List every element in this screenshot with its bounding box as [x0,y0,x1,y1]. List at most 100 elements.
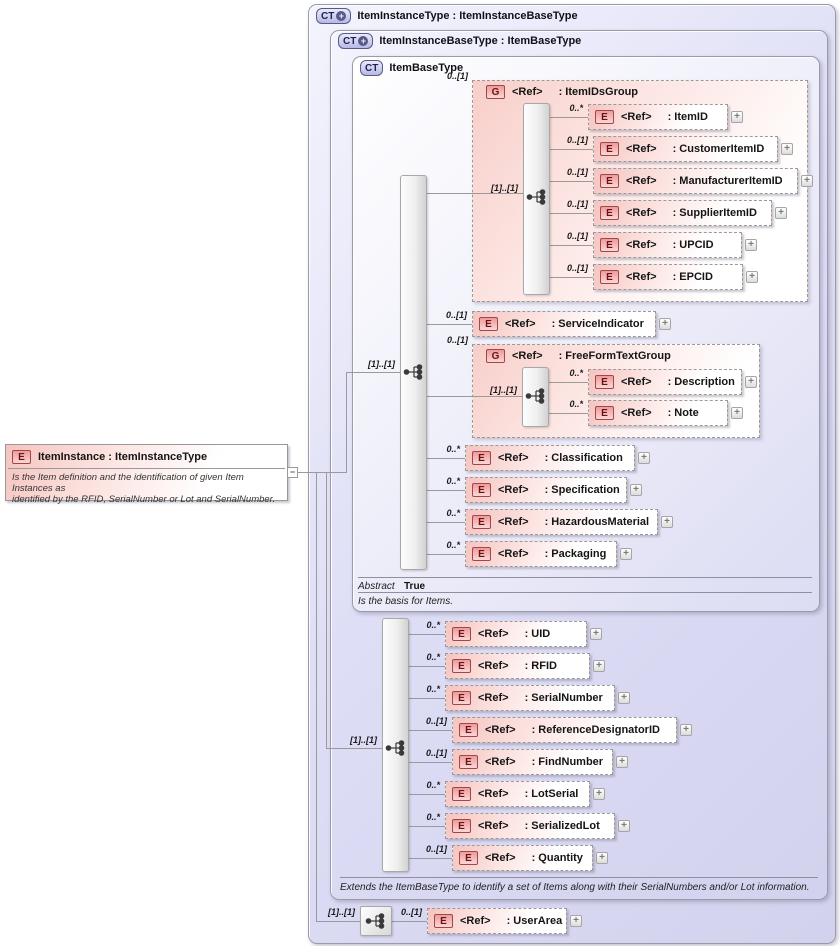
element-badge: E [434,914,453,928]
element-serviceindicator[interactable]: E <Ref> : ServiceIndicator [472,311,656,337]
ref-label: <Ref> [621,376,652,388]
cardinality-label: 0..[1] [566,135,588,145]
element-userarea[interactable]: E<Ref>: UserArea [427,908,567,934]
complex-type-badge: CT+ [338,33,374,49]
expand-rfid-button[interactable]: + [593,660,605,672]
group-badge: G [486,85,505,99]
header-itembasetype: CT ItemBaseType [360,60,463,76]
expand-packaging-button[interactable]: + [620,548,632,560]
expand-classification-button[interactable]: + [638,452,650,464]
element-upcid[interactable]: E<Ref>: UPCID [593,232,742,258]
ref-label: <Ref> [626,207,657,219]
element-rfid[interactable]: E<Ref>: RFID [445,653,590,679]
element-uid[interactable]: E<Ref>: UID [445,621,587,647]
cardinality-label: 0..* [446,508,460,518]
expand-description-button[interactable]: + [745,376,757,388]
expand-epcid-button[interactable]: + [746,271,758,283]
expand-quantity-button[interactable]: + [596,852,608,864]
expand-note-button[interactable]: + [731,407,743,419]
expand-userarea-button[interactable]: + [570,915,582,927]
element-findnumber[interactable]: E<Ref>: FindNumber [452,749,613,775]
element-name: : SerialNumber [524,692,603,704]
element-badge: E [595,110,614,124]
cardinality-label: 0..[1] [446,335,468,345]
element-packaging[interactable]: E<Ref>: Packaging [465,541,617,567]
element-name: : ItemID [667,111,708,123]
element-name: : ServiceIndicator [551,318,644,330]
divider [358,577,812,578]
connector-line [550,277,593,278]
cardinality-label: 0..[1] [566,167,588,177]
element-hazardousmaterial[interactable]: E<Ref>: HazardousMaterial [465,509,658,535]
cardinality-label: [1]..[1] [491,183,518,193]
expand-specification-button[interactable]: + [630,484,642,496]
ref-label: <Ref> [626,271,657,283]
element-iteminstance[interactable]: E ItemInstance : ItemInstanceType Is the… [5,444,288,505]
connector-line [346,372,347,472]
cardinality-label: 0..[1] [566,231,588,241]
sequence-icon[interactable] [526,188,548,206]
expand-customeritemid-button[interactable]: + [781,143,793,155]
expand-manufactureritemid-button[interactable]: + [801,175,813,187]
element-badge: E [452,627,471,641]
group-name: : ItemIDsGroup [558,86,639,98]
expand-upcid-button[interactable]: + [745,239,757,251]
ref-label: <Ref> [498,548,529,560]
element-customeritemid[interactable]: E<Ref>: CustomerItemID [593,136,778,162]
expand-findnumber-button[interactable]: + [616,756,628,768]
element-name: : Packaging [544,548,607,560]
ref-label: <Ref> [478,788,509,800]
iteminstance-title: ItemInstance : ItemInstanceType [38,451,208,463]
ref-label: <Ref> [626,175,657,187]
element-epcid[interactable]: E<Ref>: EPCID [593,264,743,290]
connector-line [427,193,523,194]
ref-label: <Ref> [478,660,509,672]
sequence-icon[interactable] [525,387,547,405]
element-lotserial[interactable]: E<Ref>: LotSerial [445,781,590,807]
element-badge: E [459,851,478,865]
collapse-iteminstance-button[interactable]: − [287,467,298,478]
connector-line [550,149,593,150]
element-badge: E [472,451,491,465]
expand-itemid-button[interactable]: + [731,111,743,123]
element-supplieritemid[interactable]: E<Ref>: SupplierItemID [593,200,772,226]
element-classification[interactable]: E<Ref>: Classification [465,445,635,471]
expand-hazardousmaterial-button[interactable]: + [661,516,673,528]
element-note[interactable]: E<Ref>: Note [588,400,728,426]
expand-serviceindicator-button[interactable]: + [659,318,671,330]
connector-line [409,762,452,763]
sequence-icon[interactable] [403,363,425,381]
element-specification[interactable]: E<Ref>: Specification [465,477,627,503]
element-badge: E [479,317,498,331]
expand-serialnumber-button[interactable]: + [618,692,630,704]
sequence-icon[interactable] [365,912,387,930]
element-quantity[interactable]: E<Ref>: Quantity [452,845,593,871]
element-serialnumber[interactable]: E<Ref>: SerialNumber [445,685,615,711]
ref-label: <Ref> [485,852,516,864]
expand-uid-button[interactable]: + [590,628,602,640]
element-name: : SupplierItemID [672,207,757,219]
cardinality-label: 0..[1] [400,907,422,917]
group-header-freeformtextgroup: G <Ref> : FreeFormTextGroup [480,348,671,364]
element-description[interactable]: E<Ref>: Description [588,369,742,395]
connector-line [549,413,588,414]
expand-serializedlot-button[interactable]: + [618,820,630,832]
connector-line [427,490,465,491]
group-name: : FreeFormTextGroup [558,350,671,362]
cardinality-label: 0..* [446,540,460,550]
cardinality-label: 0..* [446,444,460,454]
element-name: : UID [524,628,551,640]
element-itemid[interactable]: E<Ref>: ItemID [588,104,728,130]
ref-label: <Ref> [505,318,536,330]
connector-line [549,382,588,383]
expand-referencedesignatorid-button[interactable]: + [680,724,692,736]
expand-supplieritemid-button[interactable]: + [775,207,787,219]
element-serializedlot[interactable]: E<Ref>: SerializedLot [445,813,615,839]
element-manufactureritemid[interactable]: E<Ref>: ManufacturerItemID [593,168,798,194]
itembasetype-annotation: Is the basis for Items. [358,596,454,607]
element-referencedesignatorid[interactable]: E<Ref>: ReferenceDesignatorID [452,717,677,743]
element-name: : Description [667,376,735,388]
sequence-icon[interactable] [385,739,407,757]
cardinality-label: 0..[1] [425,748,447,758]
expand-lotserial-button[interactable]: + [593,788,605,800]
